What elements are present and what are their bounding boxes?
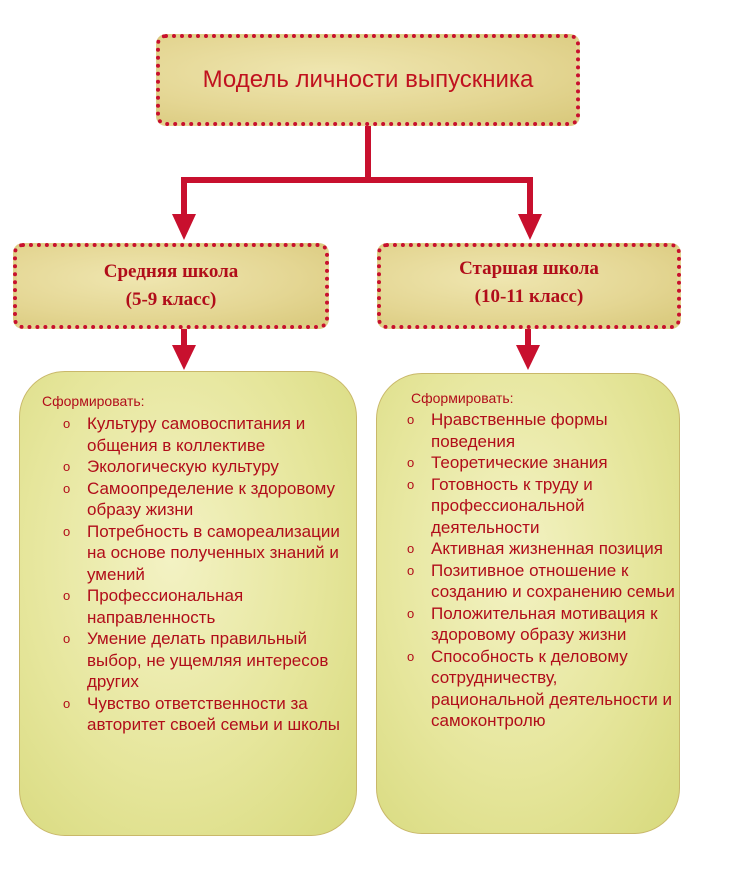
high-school-grades: (10-11 класс) <box>474 286 584 307</box>
bullet-icon: o <box>63 416 71 431</box>
high-school-panel-heading: Сформировать: <box>411 390 514 406</box>
bullet-icon: o <box>407 412 415 427</box>
bullet-icon: o <box>63 695 71 711</box>
arrow-head-right-bottom <box>516 345 540 370</box>
middle-school-label: Средняя школа (5-9 класс) <box>104 258 238 314</box>
arrow-head-left-bottom <box>172 345 196 370</box>
high-school-label: Старшая школа (10-11 класс) <box>459 255 599 311</box>
bullet-icon: o <box>407 562 415 578</box>
diagram-title: Модель личности выпускника <box>202 66 534 93</box>
bullet-icon: o <box>407 648 415 664</box>
bullet-icon: o <box>63 588 71 603</box>
arrow-head-left-top <box>172 214 196 240</box>
bullet-icon: o <box>407 455 415 470</box>
bullet-icon: o <box>63 523 71 539</box>
bullet-icon: o <box>63 480 71 496</box>
bullet-icon: o <box>407 541 415 556</box>
bullet-icon: o <box>63 631 71 646</box>
middle-school-panel-heading: Сформировать: <box>42 393 145 409</box>
title-box: Модель личности выпускника <box>156 34 580 126</box>
high-school-title: Старшая школа <box>459 258 599 279</box>
bullet-icon: o <box>407 476 415 492</box>
middle-school-box: Средняя школа (5-9 класс) <box>13 243 329 329</box>
middle-school-grades: (5-9 класс) <box>125 289 217 310</box>
middle-school-title: Средняя школа <box>103 261 239 282</box>
bullet-icon: o <box>63 459 71 474</box>
arrow-head-right-top <box>518 214 542 240</box>
bullet-icon: o <box>407 605 415 621</box>
high-school-box: Старшая школа (10-11 класс) <box>377 243 681 329</box>
